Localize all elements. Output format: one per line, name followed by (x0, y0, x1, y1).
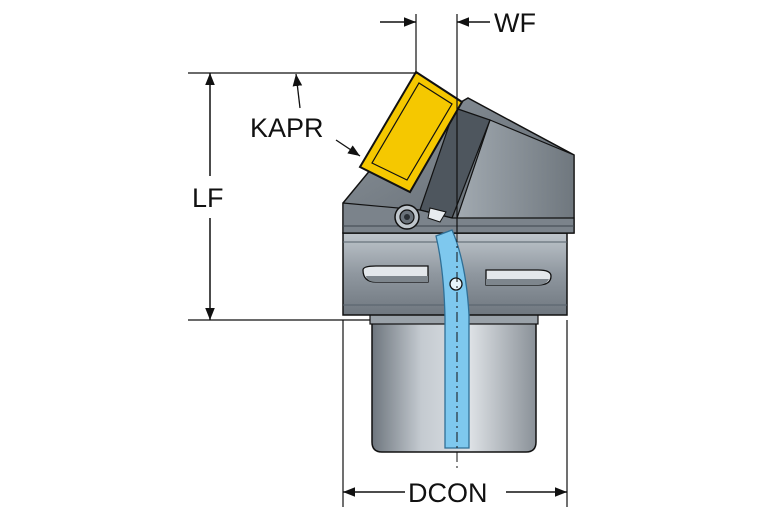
right-clamp-slot-shadow (486, 279, 549, 285)
dimensions: WF LF KAPR DCON (188, 8, 568, 508)
left-clamp-slot-shadow (366, 276, 428, 282)
insert-inner (371, 82, 453, 181)
clamp-screw (394, 204, 420, 230)
kapr-arrow-top (292, 73, 303, 109)
kapr-label: KAPR (250, 113, 324, 143)
tool-body (342, 70, 575, 470)
kapr-arrow-insert (335, 139, 361, 157)
lf-label: LF (192, 183, 224, 213)
dcon-label: DCON (408, 478, 488, 508)
coolant-nozzle-tip (427, 207, 447, 223)
wf-label: WF (494, 8, 536, 38)
coolant-port (449, 277, 463, 291)
